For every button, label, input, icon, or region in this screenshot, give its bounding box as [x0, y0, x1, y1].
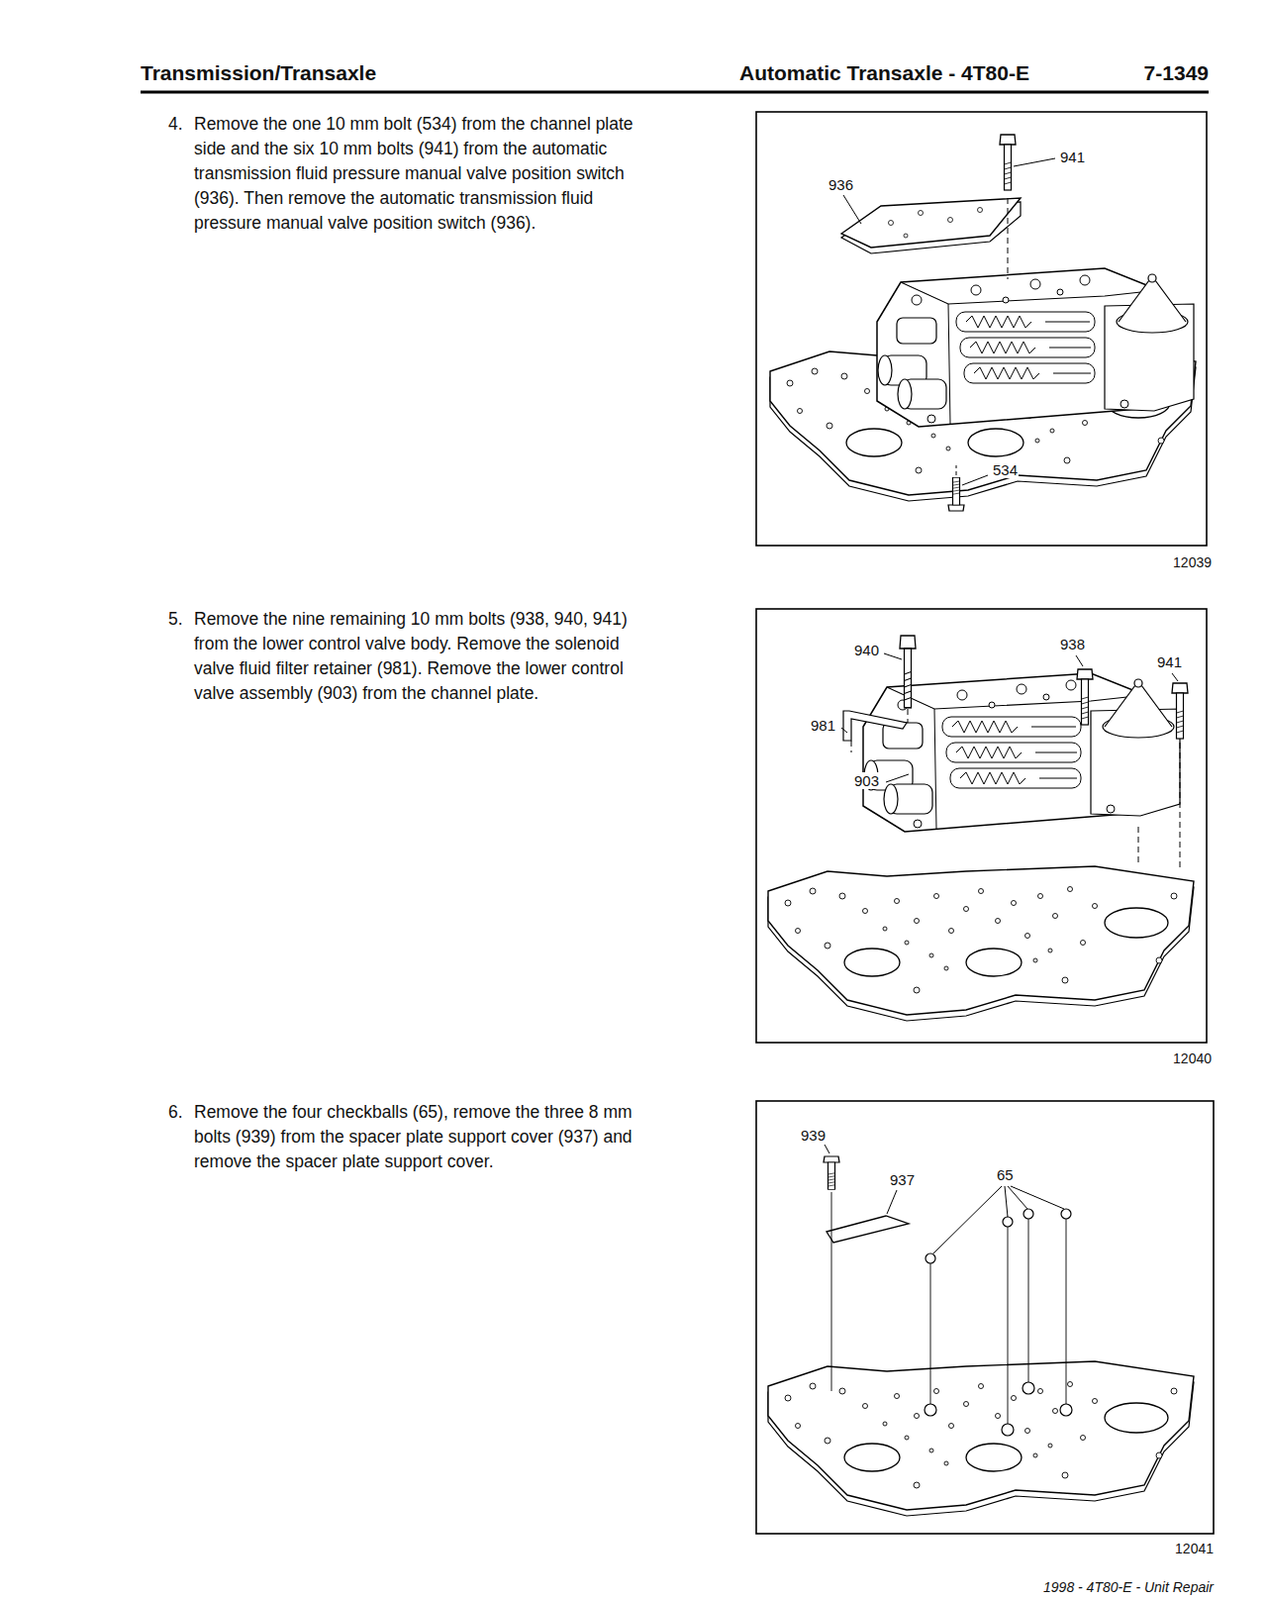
step-number: 5.	[168, 606, 184, 632]
callout-number: 903	[853, 772, 880, 789]
step-number: 6.	[168, 1099, 184, 1125]
callout-number: 534	[991, 461, 1019, 479]
step-text: Remove the nine remaining 10 mm bolts (9…	[194, 606, 635, 706]
figure-number: 12041	[1174, 1540, 1214, 1557]
callout-number: 937	[888, 1170, 916, 1188]
callout-number: 941	[1059, 148, 1086, 166]
step-text: Remove the one 10 mm bolt (534) from the…	[194, 111, 635, 236]
page-number: 7-1349	[1144, 61, 1209, 86]
figure-number: 12040	[1172, 1050, 1212, 1067]
step-text: Remove the four checkballs (65), remove …	[194, 1099, 635, 1174]
figure-number: 12039	[1172, 554, 1212, 571]
page-footer: 1998 - 4T80-E - Unit Repair	[1043, 1578, 1214, 1595]
callout-number: 981	[809, 716, 837, 734]
section-header: Automatic Transaxle - 4T80-E	[739, 61, 1030, 86]
callout-number: 941	[1156, 653, 1183, 671]
callout-number: 939	[799, 1126, 827, 1144]
callout-number: 940	[853, 641, 880, 659]
section-header: Transmission/Transaxle	[140, 61, 377, 86]
step-number: 4.	[168, 111, 184, 137]
callout-number: 936	[827, 176, 855, 194]
callout-number: 65	[995, 1166, 1015, 1183]
callout-number: 938	[1059, 635, 1086, 653]
